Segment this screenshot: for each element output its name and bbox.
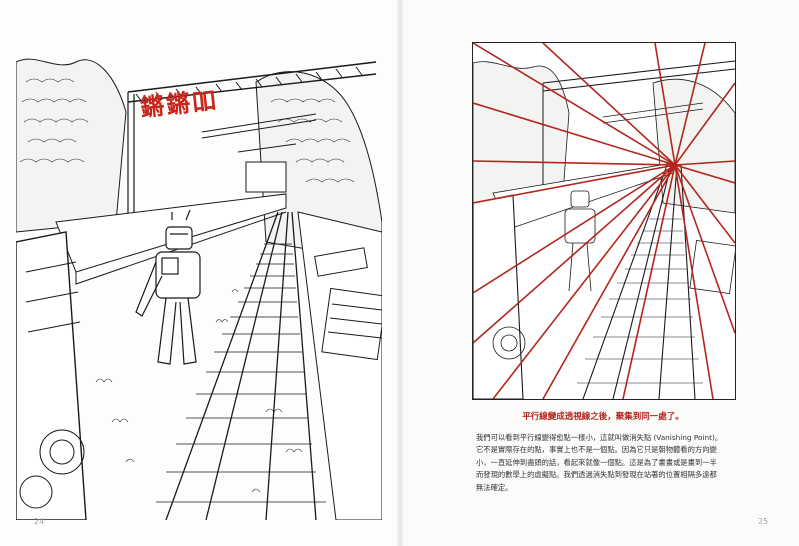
- perspective-diagram: [472, 42, 736, 400]
- page-number-left: 24: [34, 517, 45, 526]
- book-gutter: [396, 0, 404, 546]
- railway-illustration-left: [16, 58, 382, 520]
- body-line: 小，一直延伸到盡頭的話，看起來就像一個點。這是為了畫畫或是畫到一半: [476, 457, 717, 467]
- body-line: 它不是實際存在的點，事實上也不是一個點。因為它只是朝物體看的方向變: [476, 445, 717, 455]
- body-paragraph: 我們可以看到平行線變得愈點一樣小，這就叫做消失點 (Vanishing Poin…: [476, 432, 734, 494]
- body-line: 而發現的數學上的虛擬點。我們透過消失點到發現在站著的位置相隔多遠都: [476, 470, 717, 480]
- body-line: 我們可以看到平行線變得愈點一樣小，這就叫做消失點 (Vanishing Poin…: [476, 433, 723, 442]
- figure-caption: 平行線變成透視線之後，聚集到同一處了。: [522, 412, 684, 422]
- page-number-right: 25: [758, 517, 769, 526]
- body-line: 無法確定。: [476, 482, 513, 492]
